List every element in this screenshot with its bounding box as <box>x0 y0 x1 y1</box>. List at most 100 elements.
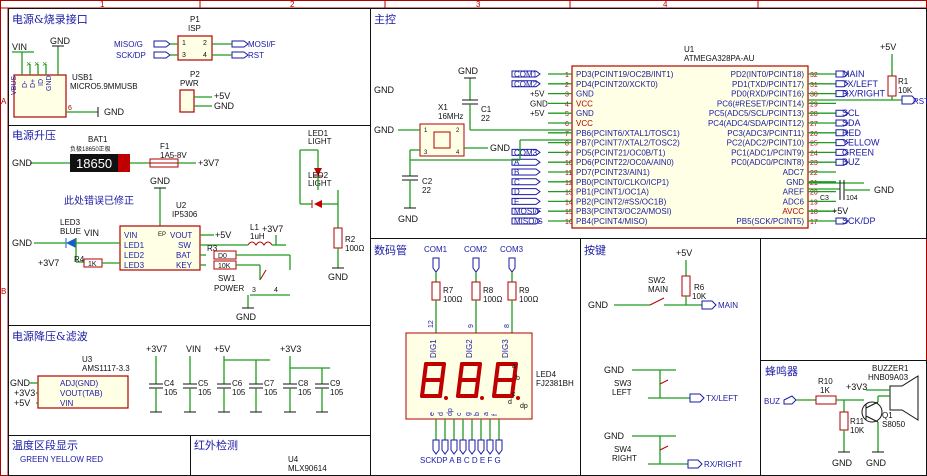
usb-gnd2: GND <box>104 107 125 117</box>
pwr-plus: +5V <box>214 91 230 101</box>
fuse-value: 1A5-8V <box>160 151 187 160</box>
r3-v1: D0 <box>218 253 227 260</box>
mcu-right-net-17: SCK/DP <box>842 216 876 226</box>
mcu-right-pin-25: PC2(ADC2/PCINT10) <box>727 139 805 148</box>
buzzer-plus: +3V3 <box>846 382 867 392</box>
c3-gnd: GND <box>874 185 895 195</box>
mcu-gnd-left: GND <box>374 85 395 95</box>
r1-ref: R1 <box>898 77 909 86</box>
ruler-row-b: B <box>1 287 6 296</box>
mcu-left-pin-7: PB6(PCINT6/XTAL1/TOSC1) <box>576 129 680 138</box>
disp-seg-label-dp: dp <box>520 403 528 410</box>
mcu-right-net-23: BUZ <box>842 157 861 167</box>
mcu-left-net-12: C <box>514 178 520 187</box>
sw1-value: POWER <box>214 284 244 293</box>
isp-net-mosi: MOSI/F <box>248 40 276 49</box>
q1-gnd: GND <box>866 458 887 468</box>
mcu-right-pin-23: PC0(ADC0/PCINT8) <box>731 158 804 167</box>
disp-seg-label-d: d <box>508 399 512 406</box>
mcu-right-net-28: SCL <box>842 108 860 118</box>
disp-dig-3: DIG3 <box>501 339 510 358</box>
disp-segpin-1: d <box>438 412 445 416</box>
usb-value: MICRO5.9MMUSB <box>70 82 138 91</box>
mcu-right-pinnum-18: 18 <box>810 209 818 216</box>
bat-value: 负极18650正极 <box>70 145 111 153</box>
disp-res-value-3: 100Ω <box>519 295 538 304</box>
x1-gnd-top: GND <box>458 66 479 76</box>
disp-seg-label-a: a <box>512 363 516 370</box>
mcu-right-pin-32: PD2(INT0/PCINT18) <box>731 70 805 79</box>
mcu-left-pinnum-11: 11 <box>565 170 572 177</box>
cap-value-C8: 105 <box>298 388 312 397</box>
c3-value: 104 <box>846 195 858 202</box>
ip-r4: KEY <box>176 261 193 270</box>
mcu-left-pinnum-9: 9 <box>565 150 569 157</box>
l1-value: 1uH <box>250 232 265 241</box>
disp-ref: LED4 <box>536 370 557 379</box>
l1-ref: L1 <box>250 223 259 232</box>
sw3-ref: SW3 <box>614 379 632 388</box>
isp-pin3: 3 <box>182 52 186 59</box>
disp-value: FJ2381BH <box>536 379 574 388</box>
mcu-left-pin-3: GND <box>576 90 594 99</box>
mcu-right-pin-24: PC1(ADC1/PCINT9) <box>731 148 804 157</box>
c2-ref: C2 <box>422 177 433 186</box>
filter-caps: +3V7 VIN +5V +3V3 C4105C5105C6105C7105C8… <box>146 344 344 413</box>
fuse-ref: F1 <box>160 142 170 151</box>
mcu-left-pin-10: PD6(PCINT22/OC0A/AIN0) <box>576 158 674 167</box>
svg-text:×: × <box>26 59 31 69</box>
mcu-left-net-16: MISO/G <box>514 217 543 226</box>
disp-pin-3: 8 <box>504 324 511 328</box>
ldo-u3: U3 AMS1117-3.3 ADJ(GND) VOUT(TAB) VIN GN… <box>10 355 130 409</box>
mcu-value: ATMEGA328PA-AU <box>684 54 755 63</box>
r10-ref: R10 <box>818 377 833 386</box>
battery: BAT1 负极18650正极 18650 GND <box>12 135 150 172</box>
mcu-right-pin-17: PB5(SCK/PCINT5) <box>736 217 804 226</box>
mcu-right-pin-27: PC4(ADC4/SDA/PCINT12) <box>708 119 804 128</box>
cap-value-C4: 105 <box>164 388 178 397</box>
fuse-f1: F1 1A5-8V +3V7 <box>149 142 219 168</box>
r1-net: +5V <box>880 42 896 52</box>
isp-pin4: 4 <box>203 52 207 59</box>
mcu-left-pinnum-12: 12 <box>565 180 573 187</box>
x1-pin2: 2 <box>456 128 460 134</box>
sw1-pin3: 3 <box>252 287 256 294</box>
cap-ref-C6: C6 <box>232 379 243 388</box>
mcu-right-pinnum-28: 28 <box>810 111 818 118</box>
mcu-right-pinnum-20: 20 <box>810 190 818 197</box>
reset-r1: +5V R1 10K RST <box>808 42 927 106</box>
led3-gnd: GND <box>12 238 33 248</box>
sw4-ref: SW4 <box>614 445 632 454</box>
mcu-left-pin-9: PD5(PCINT21/OC0B/T1) <box>576 148 666 157</box>
cap-net-5: +5V <box>214 344 230 354</box>
ip-l1: VIN <box>124 231 138 240</box>
cap-ref-C9: C9 <box>330 379 341 388</box>
mcu-right-pinnum-17: 17 <box>810 219 818 226</box>
ip-r3: BAT <box>176 251 191 260</box>
mcu-right-pin-22: ADC7 <box>783 168 805 177</box>
cap-ref-C5: C5 <box>198 379 209 388</box>
mcu-right-pin-30: PD0(RXD/PCINT16) <box>731 90 804 99</box>
disp-segpin-7: f <box>492 414 499 416</box>
mcu-right-pinnum-25: 25 <box>810 141 818 148</box>
mcu-left-net-1: COM1 <box>514 70 538 79</box>
u3-gnd: GND <box>10 378 31 388</box>
bat-gnd: GND <box>12 158 33 168</box>
usb-pin-dp: D+ <box>30 79 37 88</box>
mcu-right-pin-26: PC3(ADC3/PCINT11) <box>727 129 804 138</box>
ip-r2: SW <box>178 241 191 250</box>
ir-ref: U4 <box>288 455 299 464</box>
u3-pin2: VOUT(TAB) <box>60 389 103 398</box>
mcu-right-pinnum-22: 22 <box>810 170 818 177</box>
led3-value: BLUE <box>60 227 81 236</box>
ruler-col-3: 3 <box>476 0 481 9</box>
r10-value: 1K <box>820 386 830 395</box>
mcu-right-pinnum-31: 31 <box>810 82 818 89</box>
mcu-left-pinnum-14: 14 <box>565 199 573 206</box>
mcu-right-net-25: YELLOW <box>842 138 880 148</box>
sw3-value: LEFT <box>612 388 632 397</box>
x1-ref: X1 <box>438 103 448 112</box>
ip-value: IP5306 <box>172 210 198 219</box>
l1-net: +3V7 <box>262 224 283 234</box>
